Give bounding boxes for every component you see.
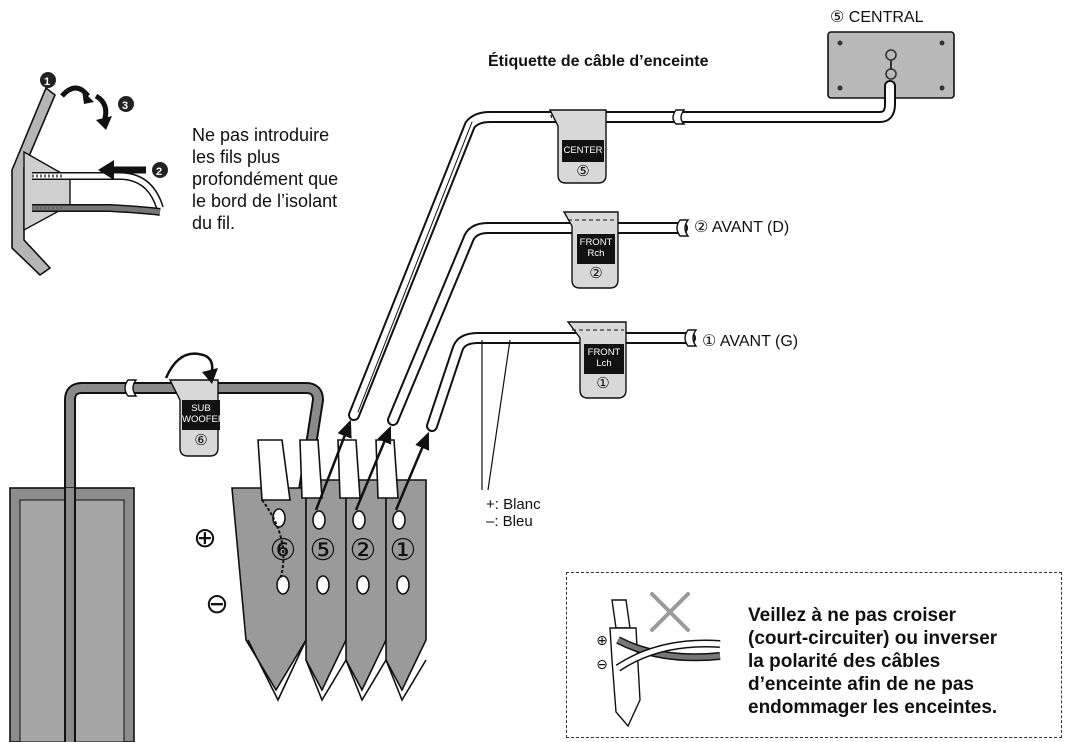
warning-line: la polarité des câbles (748, 651, 941, 672)
terminal-clip-illustration (11, 86, 164, 277)
terminal-number: ② (349, 533, 377, 568)
cross-out-icon (650, 592, 690, 632)
tag-center-text: CENTER (563, 145, 603, 156)
plus-symbol: ⊕ (193, 521, 217, 554)
center-label: ⑤ CENTRAL (830, 9, 924, 26)
front-right-label: ② AVANT (D) (694, 219, 790, 236)
tag-sub-line2: WOOFER (182, 414, 225, 425)
cable-tag-front-left (566, 321, 627, 399)
tag-front-r-line2: Rch (587, 248, 605, 259)
cable-tag-front-right (562, 211, 619, 289)
speaker-terminal-block (231, 439, 427, 702)
warning-minus-symbol: ⊖ (596, 657, 608, 673)
step-1-number: 1 (44, 76, 51, 88)
subwoofer (9, 487, 135, 742)
terminal-number: ⑥ (269, 533, 297, 568)
tag-front-l-line1: FRONT (587, 347, 621, 358)
terminal-number: ⑤ (309, 533, 337, 568)
polarity-pointer (481, 339, 511, 491)
warning-box (566, 572, 1062, 738)
instruction-line: le bord de l’isolant (192, 191, 338, 211)
instruction-line: les fils plus (192, 147, 281, 167)
tag-sub-number: ⑥ (194, 431, 208, 449)
insertion-arrows (314, 419, 430, 511)
cable-break-marks (124, 109, 698, 397)
cables (64, 80, 896, 706)
tag-front-l-number: ① (596, 374, 610, 392)
front-left-label: ① AVANT (G) (702, 333, 799, 350)
instruction-line: Ne pas introduire (192, 125, 330, 145)
warning-plus-symbol: ⊕ (596, 633, 608, 649)
cable-tag-sub-woofer (164, 352, 220, 457)
speaker-cable-label-caption: Étiquette de câble d’enceinte (488, 53, 709, 70)
polarity-minus-label: –: Bleu (486, 513, 533, 530)
step-3-number: 3 (122, 100, 129, 112)
minus-symbol: ⊖ (205, 587, 229, 620)
terminal-number: ① (389, 533, 417, 568)
instruction-line: profondément que (192, 169, 339, 189)
polarity-plus-label: +: Blanc (486, 496, 541, 513)
short-circuit-illustration (609, 599, 721, 728)
warning-text: Veillez à ne pas croiser (court-circuite… (748, 604, 997, 719)
instruction-line: du fil. (192, 213, 236, 233)
warning-line: endommager les enceintes. (748, 697, 998, 718)
warning-line: d’enceinte afin de ne pas (748, 674, 974, 695)
step-2-number: 2 (156, 166, 163, 178)
tag-sub-line1: SUB (191, 403, 211, 414)
insertion-instruction: Ne pas introduire les fils plus profondé… (192, 124, 338, 234)
warning-line: (court-circuiter) ou inverser (748, 628, 998, 649)
tag-front-r-number: ② (589, 264, 603, 282)
cable-tag-center (548, 109, 607, 184)
step-arrows (40, 72, 168, 180)
tag-front-r-line1: FRONT (579, 237, 613, 248)
warning-line: Veillez à ne pas croiser (748, 605, 957, 626)
tag-front-l-line2: Lch (596, 358, 612, 369)
center-speaker (827, 31, 955, 99)
tag-center-number: ⑤ (576, 162, 590, 180)
